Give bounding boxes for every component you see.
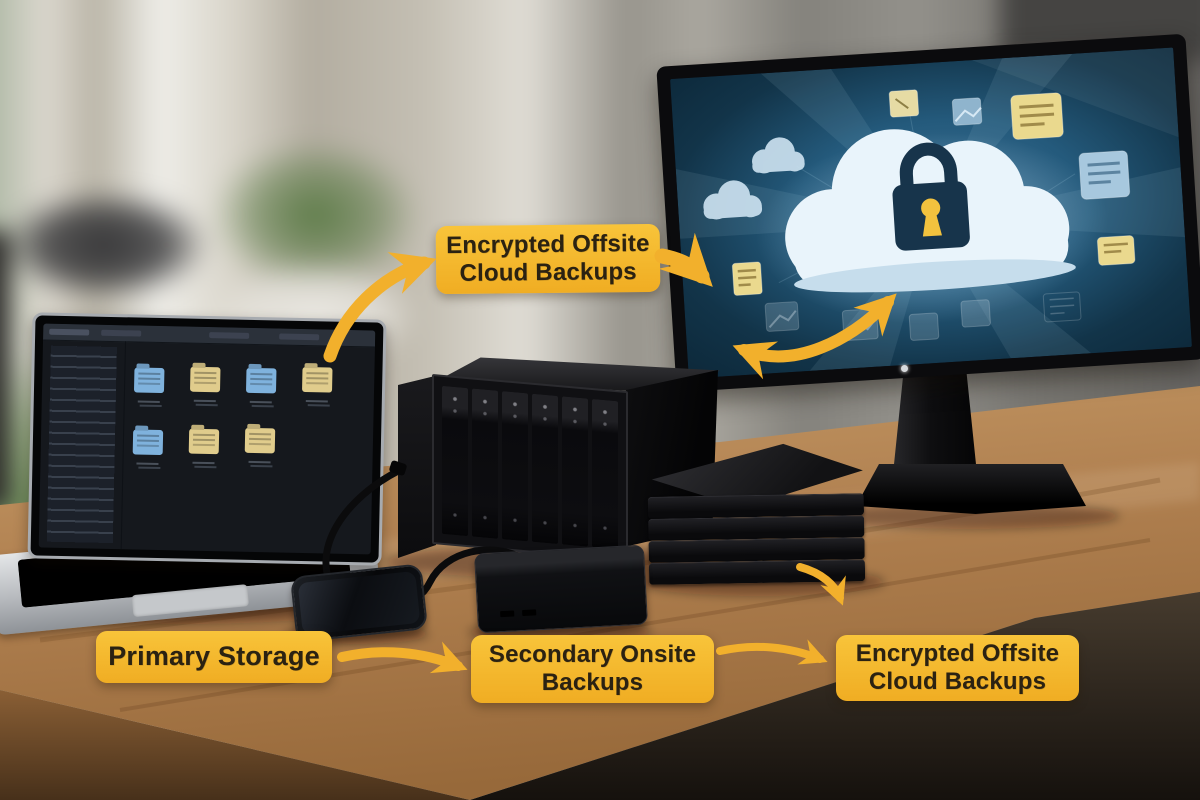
keyhole — [921, 198, 941, 218]
label-text-line: Encrypted Offsite — [855, 639, 1060, 667]
chair-blob — [0, 190, 210, 300]
label-encrypted-offsite-top: Encrypted Offsite Cloud Backups — [435, 223, 661, 295]
drive-bay — [442, 385, 468, 537]
gray-image-tile — [764, 301, 800, 332]
blue-doc-tile — [1078, 150, 1131, 200]
yellow-note-tile — [888, 89, 920, 118]
file-icon — [132, 429, 164, 456]
file-manager-window — [38, 323, 376, 555]
left-edge-shadow — [0, 230, 10, 510]
stack-slab — [648, 559, 866, 585]
drive-enclosure — [432, 374, 628, 562]
gray-image-tile — [960, 299, 991, 328]
file-icon — [302, 366, 333, 393]
label-text-line: Cloud Backups — [459, 258, 637, 287]
drive-stack — [645, 441, 871, 585]
label-text-line: Cloud Backups — [868, 668, 1047, 695]
gray-image-tile — [908, 312, 940, 341]
file-icon — [245, 367, 277, 394]
monitor-base — [856, 464, 1086, 514]
drive-bay — [562, 396, 588, 547]
file-icon — [188, 428, 220, 455]
drive-bay — [472, 388, 498, 539]
yellow-doc-tile — [1010, 92, 1064, 140]
file-icon — [189, 366, 221, 393]
mini-cloud-icons — [703, 137, 805, 220]
monitor-power-led — [901, 365, 908, 372]
drive-bay — [592, 398, 618, 550]
desk-front-face — [0, 690, 470, 800]
padlock-icon — [892, 142, 970, 251]
drive-port — [522, 609, 537, 617]
drive-port — [500, 610, 515, 618]
monitor-screen — [670, 47, 1192, 379]
portable-drive — [474, 544, 648, 634]
label-primary-storage: Primary Storage — [96, 631, 332, 683]
label-text-line: Backups — [541, 669, 644, 696]
laptop-screen — [27, 312, 387, 566]
monitor — [656, 33, 1200, 393]
blue-image-tile — [951, 97, 983, 126]
label-encrypted-offsite-bottom: Encrypted Offsite Cloud Backups — [836, 635, 1079, 701]
monitor-stand — [893, 368, 977, 474]
label-secondary-onsite: Secondary Onsite Backups — [471, 635, 714, 703]
smartphone-screen — [297, 570, 421, 636]
secure-cloud-artwork — [670, 47, 1192, 379]
yellow-doc-tile — [1096, 235, 1136, 266]
file-icon — [133, 367, 165, 394]
gray-image-tile — [841, 308, 879, 342]
screen-glare — [971, 47, 1179, 138]
label-text-line: Secondary Onsite — [488, 640, 697, 668]
label-text-line: Encrypted Offsite — [445, 229, 650, 259]
file-icon — [244, 427, 276, 454]
drive-bay — [532, 393, 558, 545]
enclosure-left-side — [398, 375, 436, 558]
window-sidebar — [38, 339, 127, 550]
yellow-doc-tile — [731, 261, 763, 296]
drive-bay — [502, 391, 528, 542]
gray-frame-tile — [1042, 291, 1082, 323]
label-text-line: Primary Storage — [108, 641, 320, 672]
